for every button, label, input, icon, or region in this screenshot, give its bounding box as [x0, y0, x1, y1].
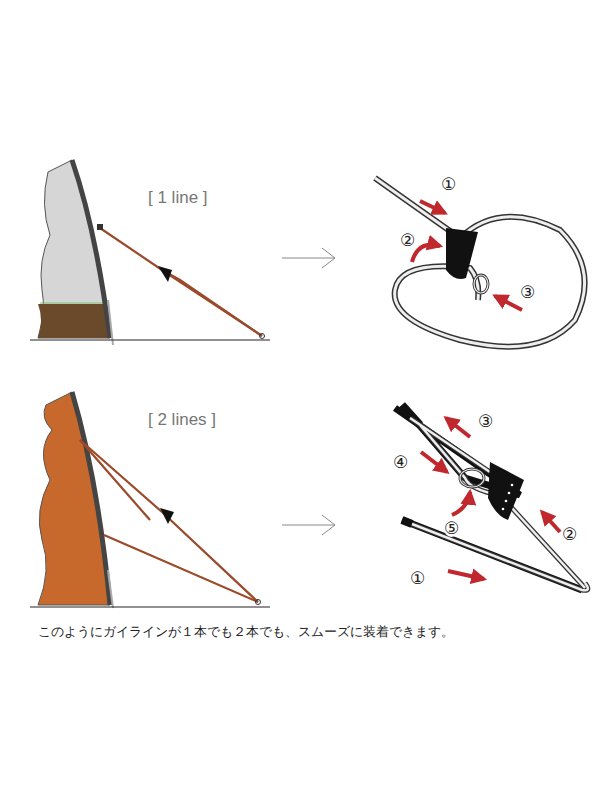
tent-two-lines [30, 392, 270, 608]
tent-one-line [30, 160, 270, 345]
callout-number: ③ [478, 413, 493, 430]
callout-number: ② [562, 526, 577, 543]
callout-number: ④ [393, 454, 408, 471]
section-label: [ 1 line ] [148, 188, 208, 208]
callout-number: ③ [520, 284, 535, 301]
section-label: [ 2 lines ] [148, 410, 216, 430]
callout-number: ② [400, 232, 415, 249]
pointer-arrows [282, 248, 335, 535]
callout-number: ① [410, 570, 425, 587]
caption: このようにガイラインが１本でも２本でも、スムーズに装着できます。 [38, 624, 454, 641]
knot-one-line [375, 178, 585, 347]
knot-two-lines [395, 405, 588, 590]
callout-number: ① [441, 176, 456, 193]
callout-number: ⑤ [444, 520, 459, 537]
